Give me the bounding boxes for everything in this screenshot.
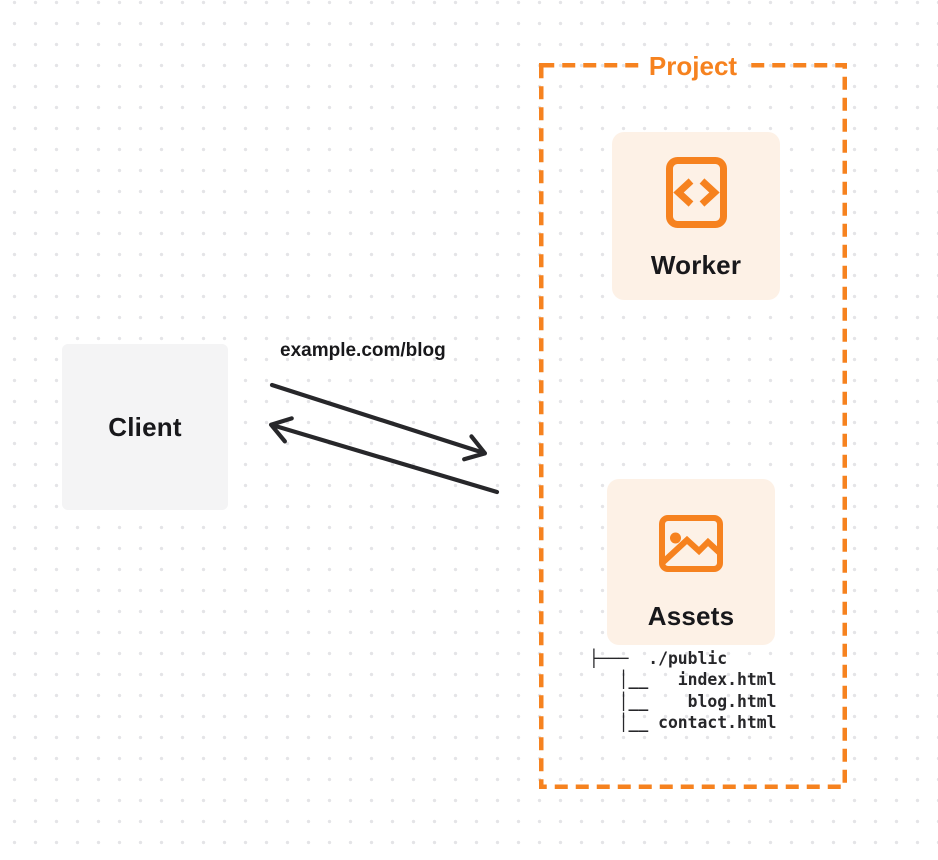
assets-label: Assets xyxy=(647,601,735,631)
worker-node: Worker xyxy=(612,132,780,300)
image-icon xyxy=(659,514,723,572)
project-label: Project xyxy=(639,51,747,82)
tree-line-public: ├─── ./public xyxy=(589,649,728,668)
project-boundary: Project Worker xyxy=(539,51,847,789)
client-label: Client xyxy=(108,411,182,442)
worker-label: Worker xyxy=(650,250,742,280)
code-document-icon xyxy=(665,157,727,228)
tree-line-contact: │__ contact.html xyxy=(589,712,777,732)
client-node: Client xyxy=(62,344,228,510)
request-url-label: example.com/blog xyxy=(280,340,446,361)
response-arrow xyxy=(268,416,500,495)
tree-line-index: │__ index.html xyxy=(589,670,777,690)
assets-node: Assets xyxy=(607,479,775,645)
assets-file-tree: ├─── ./public │__ index.html │__ blog.ht… xyxy=(589,648,777,733)
tree-line-blog: │__ blog.html xyxy=(589,691,777,711)
request-arrow xyxy=(269,382,488,462)
